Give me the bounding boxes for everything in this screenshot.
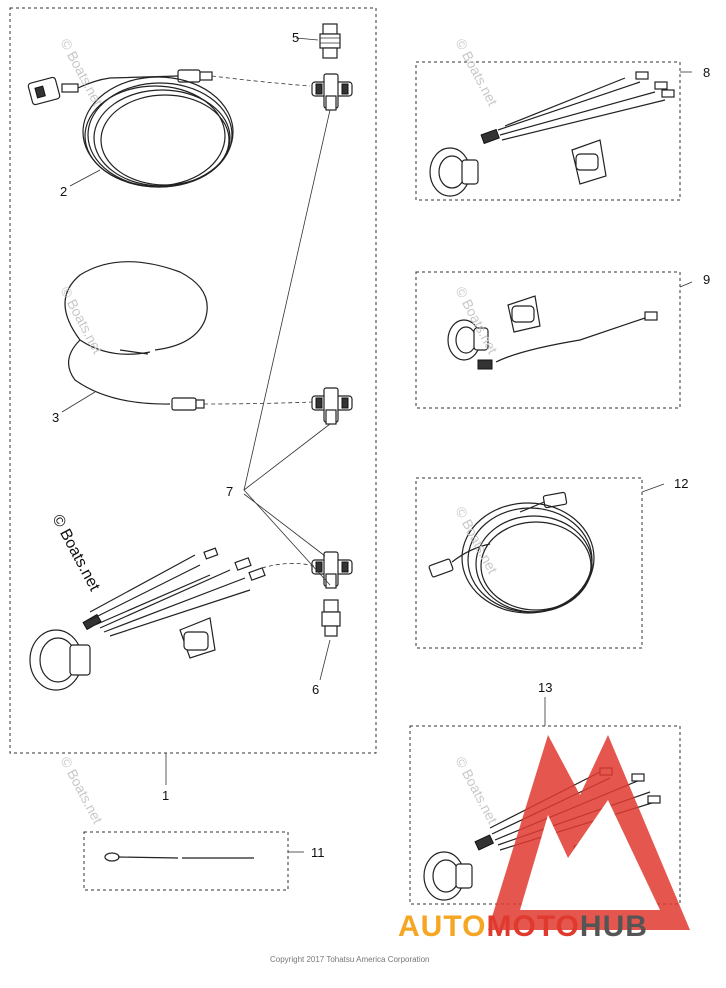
- tee-connector-top: [311, 73, 353, 111]
- callout-8: 8: [703, 65, 710, 80]
- gauge-kit-part-8: [429, 71, 675, 197]
- brand-logo: AUTOMOTOHUB: [398, 735, 690, 943]
- callout-6: 6: [312, 682, 319, 697]
- tee-connector-middle: [311, 387, 353, 425]
- kit-box-11: [83, 831, 289, 891]
- watermark-dark: © Boats.net: [48, 512, 103, 594]
- extension-cable-part-3: [64, 261, 208, 411]
- gauge-harness-kit-1: [29, 547, 266, 691]
- brand-part-1: AUTO: [398, 910, 486, 943]
- gauge-kit-part-9: [447, 295, 658, 370]
- callout-5: 5: [292, 30, 299, 45]
- watermark-5: © Boats.net: [452, 504, 501, 576]
- callout-9: 9: [703, 272, 710, 287]
- brand-part-3: HUB: [580, 910, 648, 943]
- callout-2: 2: [60, 184, 67, 199]
- watermark-1: © Boats.net: [57, 36, 106, 108]
- callout-13: 13: [538, 680, 552, 695]
- callout-3: 3: [52, 410, 59, 425]
- kit-box-8: [415, 61, 681, 201]
- svg-text:AUTOMOTOHUB: AUTOMOTOHUB: [398, 910, 648, 943]
- watermark-7: © Boats.net: [452, 754, 501, 826]
- tee-connector-bottom: [311, 551, 353, 589]
- gateway-cable-part-2: [27, 69, 234, 188]
- watermark-6: © Boats.net: [57, 754, 106, 826]
- sender-part-11: [104, 852, 254, 862]
- callout-12: 12: [674, 476, 688, 491]
- callout-11: 11: [311, 845, 325, 860]
- extension-cable-part-12: [428, 491, 595, 614]
- kit-box-9: [415, 271, 681, 409]
- callout-7: 7: [226, 484, 233, 499]
- watermark-2: © Boats.net: [452, 36, 501, 108]
- terminator-part-6: [321, 599, 341, 637]
- terminator-part-5: [319, 23, 341, 59]
- copyright-text: Copyright 2017 Tohatsu America Corporati…: [270, 955, 430, 964]
- callout-1: 1: [162, 788, 169, 803]
- brand-part-2: MOTO: [486, 910, 579, 943]
- watermark-3: © Boats.net: [57, 284, 106, 356]
- kit-box-1: [9, 7, 377, 754]
